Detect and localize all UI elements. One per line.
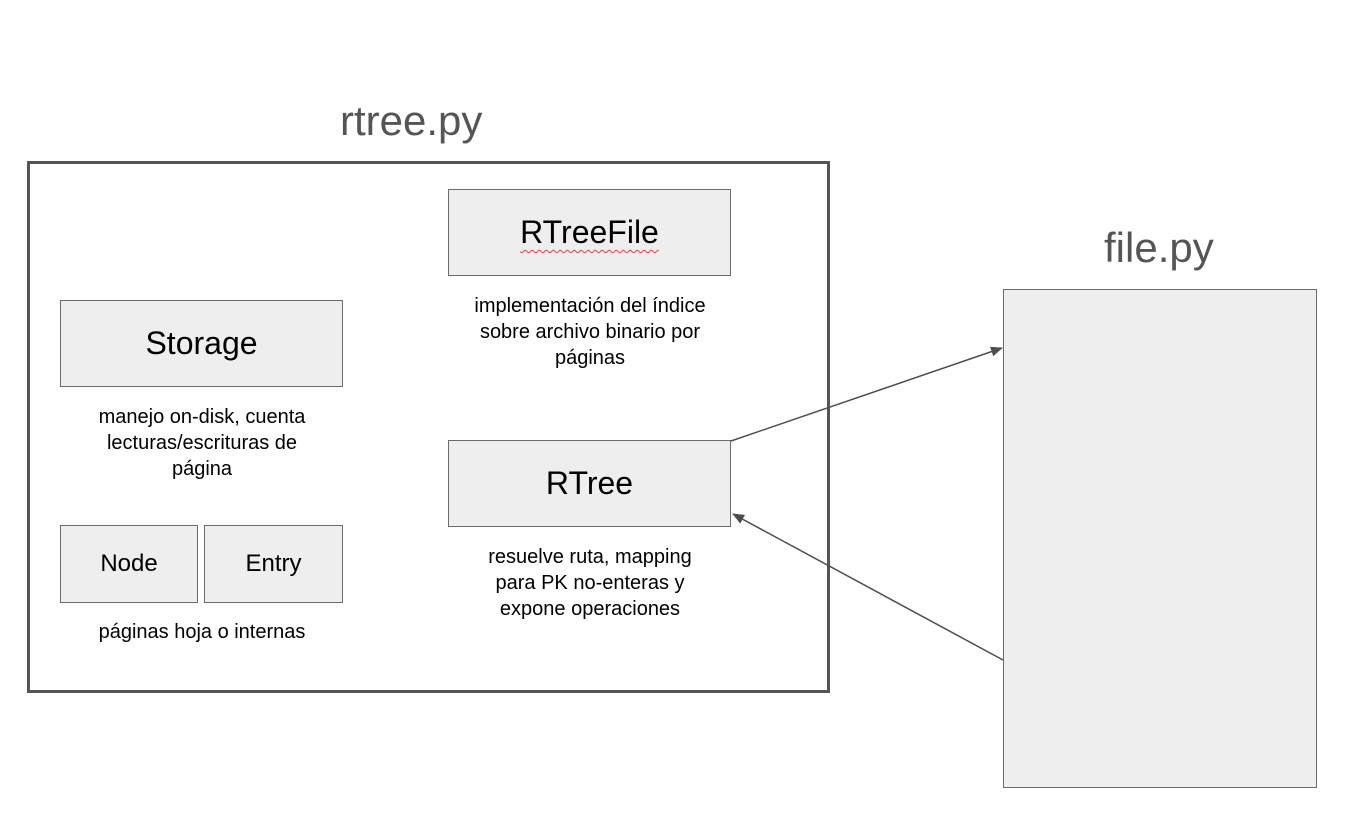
storage-caption-line: lecturas/escrituras de [106, 432, 298, 454]
rtree-box[interactable]: RTree [448, 440, 731, 527]
entry-label: Entry [245, 550, 302, 577]
storage-caption-line: página [171, 458, 233, 480]
rtreefile-caption-line: sobre archivo binario por [479, 321, 701, 343]
rtreefile-caption-line: implementación del índice [474, 295, 706, 317]
file-module-title: file.py [1104, 224, 1214, 271]
rtreefile-caption: implementación del índice sobre archivo … [440, 293, 740, 371]
rtree-label: RTree [545, 465, 634, 501]
entry-box[interactable]: Entry [204, 525, 343, 603]
rtreefile-caption-line: páginas [554, 347, 626, 369]
file-box[interactable] [1003, 289, 1317, 788]
rtree-caption-line: para PK no-enteras y [495, 572, 685, 594]
storage-caption-line: manejo on-disk, cuenta [98, 406, 306, 428]
node-entry-caption: páginas hoja o internas [98, 621, 306, 643]
rtree-module-title: rtree.py [340, 97, 483, 144]
rtreefile-box[interactable]: RTreeFile [448, 189, 731, 276]
storage-box[interactable]: Storage [60, 300, 343, 387]
storage-label: Storage [145, 325, 258, 361]
rtree-caption-line: resuelve ruta, mapping [488, 546, 692, 568]
storage-caption: manejo on-disk, cuenta lecturas/escritur… [52, 404, 352, 482]
rtree-caption: resuelve ruta, mapping para PK no-entera… [440, 544, 740, 622]
node-label: Node [100, 550, 158, 577]
node-box[interactable]: Node [60, 525, 198, 603]
rtreefile-label: RTreeFile [520, 214, 659, 250]
rtree-caption-line: expone operaciones [499, 598, 681, 620]
